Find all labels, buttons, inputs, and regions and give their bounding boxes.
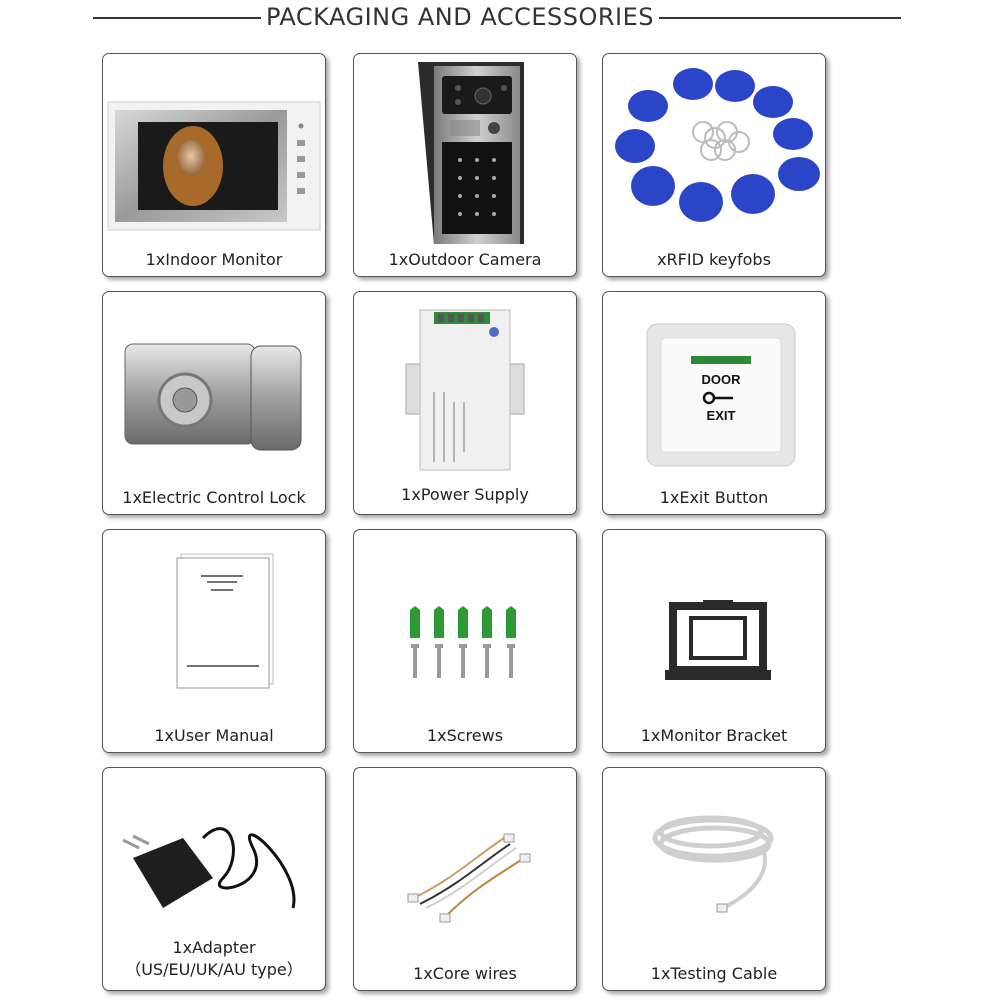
item-card-rfid-keyfobs: xRFID keyfobs xyxy=(602,53,826,277)
item-label: 1xTesting Cable xyxy=(650,964,778,983)
item-card-adapter: 1xAdapter （US/EU/UK/AU type） xyxy=(102,767,326,991)
monitor-bracket-icon xyxy=(665,600,771,680)
header-rule-left xyxy=(93,17,261,19)
outdoor-camera-icon xyxy=(418,62,524,244)
item-label: 1xElectric Control Lock xyxy=(122,488,306,507)
item-label-adapter-types: （US/EU/UK/AU type） xyxy=(125,960,303,979)
rfid-keyfob-icon xyxy=(615,68,820,222)
user-manual-icon xyxy=(176,553,274,689)
header-rule-right xyxy=(659,17,901,19)
adapter-icon xyxy=(122,827,296,909)
item-card-outdoor-camera: 1xOutdoor Camera xyxy=(353,53,577,277)
item-card-screws: 1xScrews xyxy=(353,529,577,753)
exit-exit-text: EXIT xyxy=(707,408,736,423)
item-card-core-wires: 1xCore wires xyxy=(353,767,577,991)
screws-icon xyxy=(410,606,516,678)
item-label: 1xExit Button xyxy=(659,488,769,507)
power-supply-icon xyxy=(405,309,525,471)
item-card-monitor-bracket: 1xMonitor Bracket xyxy=(602,529,826,753)
item-label: 1xCore wires xyxy=(413,964,517,983)
item-card-testing-cable: 1xTesting Cable xyxy=(602,767,826,991)
item-label: 1xUser Manual xyxy=(154,726,274,745)
testing-cable-icon xyxy=(652,815,774,913)
item-card-exit-button: DOOR EXIT 1xExit Button xyxy=(602,291,826,515)
item-card-power-supply: 1xPower Supply xyxy=(353,291,577,515)
electric-lock-icon xyxy=(124,343,302,451)
page-title: PACKAGING AND ACCESSORIES xyxy=(265,3,655,31)
item-label: 1xScrews xyxy=(426,726,504,745)
item-label: 1xOutdoor Camera xyxy=(388,250,542,269)
item-card-electric-lock: 1xElectric Control Lock xyxy=(102,291,326,515)
item-label: 1xIndoor Monitor xyxy=(145,250,283,269)
exit-door-text: DOOR xyxy=(702,372,742,387)
item-card-indoor-monitor: 1xIndoor Monitor xyxy=(102,53,326,277)
item-label: xRFID keyfobs xyxy=(657,250,771,269)
item-label: 1xPower Supply xyxy=(401,485,529,504)
indoor-monitor-icon xyxy=(107,101,321,231)
item-label: 1xAdapter xyxy=(172,938,256,957)
item-label: 1xMonitor Bracket xyxy=(640,726,788,745)
exit-button-icon: DOOR EXIT xyxy=(646,323,796,467)
item-card-user-manual: 1xUser Manual xyxy=(102,529,326,753)
core-wires-icon xyxy=(407,833,531,923)
page-header: PACKAGING AND ACCESSORIES xyxy=(0,0,1000,38)
